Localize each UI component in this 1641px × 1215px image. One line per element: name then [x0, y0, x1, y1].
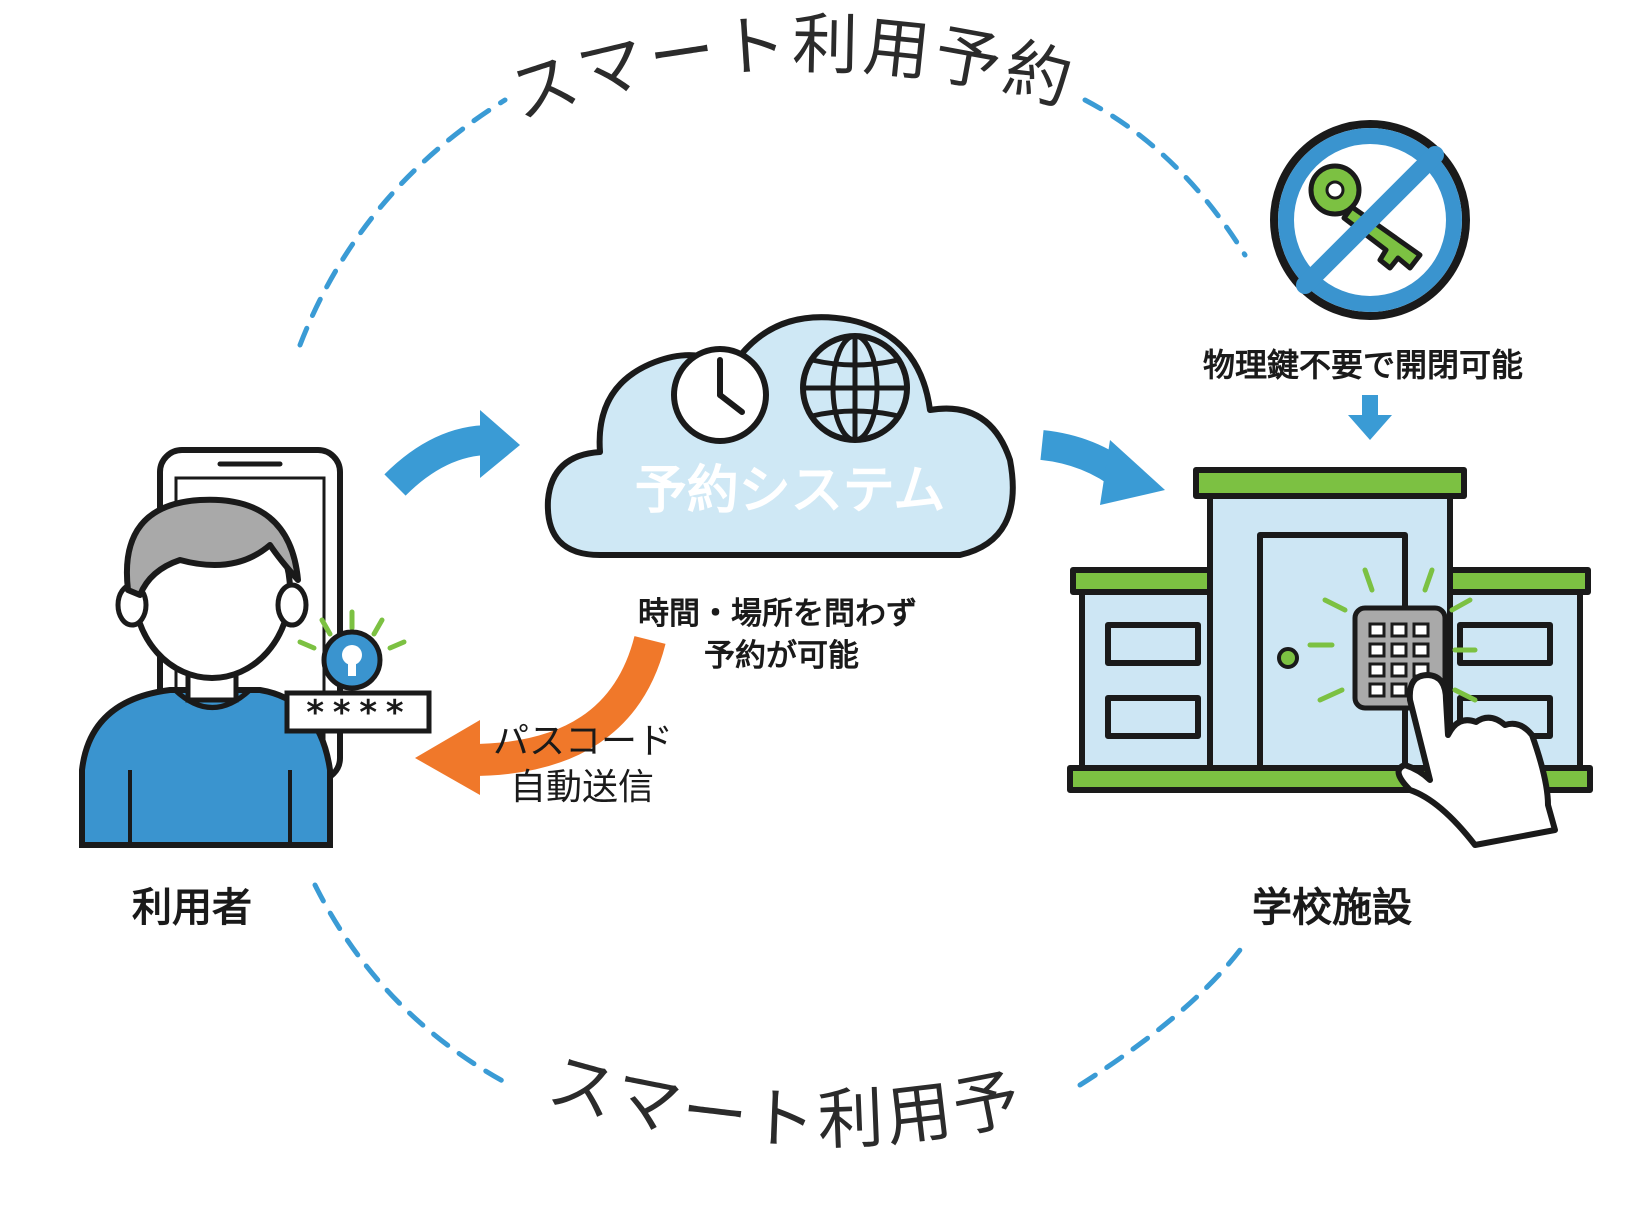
password-mask-text: **** [305, 693, 411, 733]
cloud-caption-line2: 予約が可能 [704, 638, 859, 674]
user-person-icon [79, 496, 333, 848]
facility-label: 学校施設 [1252, 885, 1412, 931]
clock-icon [671, 346, 769, 444]
user-label: 利用者 [132, 885, 252, 931]
school-building-icon [1067, 467, 1593, 793]
secure-lock-icon [297, 609, 407, 691]
keypad-icon [1352, 605, 1448, 711]
cloud-title: 予約システム [635, 461, 945, 521]
no-key-caption: 物理鍵不要で開閉可能 [1203, 346, 1524, 384]
arrow-user-to-cloud [384, 410, 520, 496]
arrow-cloud-to-facility [1040, 430, 1165, 505]
passcode-label-line2: 自動送信 [510, 767, 655, 808]
globe-icon [800, 333, 910, 443]
dashed-cycle-ring [297, 97, 1248, 1088]
ring-title-top: スマート利用予約 [501, 6, 1084, 135]
arrow-down-icon [1348, 395, 1392, 440]
password-field-icon [284, 690, 432, 734]
passcode-label-line1: パスコード [493, 721, 674, 762]
pointing-hand-icon [1395, 672, 1558, 848]
passcode-arrow [415, 635, 666, 795]
keypad-glow [1307, 567, 1478, 703]
cloud-caption-line1: 時間・場所を問わず [638, 596, 917, 632]
no-key-icon [1270, 120, 1470, 320]
